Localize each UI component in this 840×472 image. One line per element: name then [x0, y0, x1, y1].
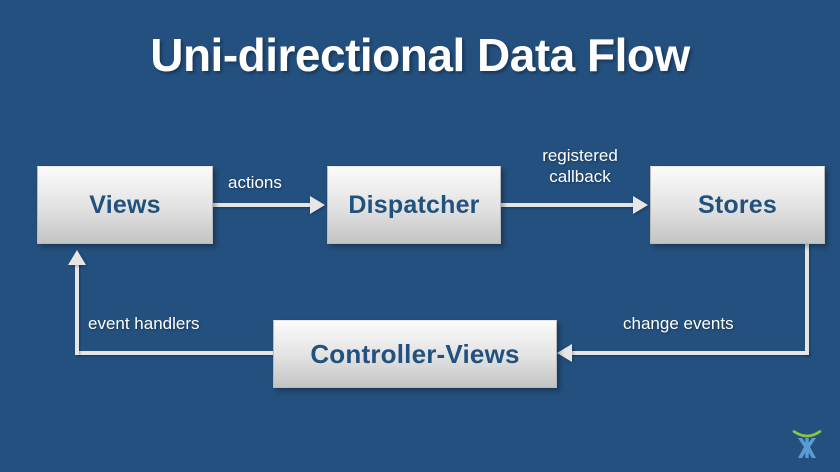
edge-label-actions: actions: [228, 173, 282, 192]
page-title: Uni-directional Data Flow: [150, 29, 690, 81]
edge-label-change-events: change events: [623, 314, 734, 333]
node-dispatcher[interactable]: Dispatcher: [327, 166, 501, 244]
connector-to-controller-views: [572, 351, 809, 355]
node-controller-views[interactable]: Controller-Views: [273, 320, 557, 388]
edge-label-registered-callback: registered callback: [542, 146, 618, 186]
connector-up-to-views: [75, 262, 79, 355]
connector-views-to-dispatcher: [213, 203, 313, 207]
node-stores[interactable]: Stores: [650, 166, 825, 244]
arrowhead-right-callback: [633, 196, 648, 214]
edge-label-event-handlers: event handlers: [88, 314, 200, 333]
x-figure-logo-icon: [792, 430, 822, 458]
node-stores-label: Stores: [697, 190, 777, 219]
node-controller-views-label: Controller-Views: [310, 338, 520, 369]
connector-stores-down: [805, 244, 809, 355]
connector-controller-views-left: [78, 351, 275, 355]
arrowhead-up-event-handlers: [68, 250, 86, 265]
connector-dispatcher-to-stores: [501, 203, 635, 207]
arrowhead-right-actions: [310, 196, 325, 214]
node-views[interactable]: Views: [37, 166, 213, 244]
node-views-label: Views: [89, 190, 161, 219]
arrowhead-left-change-events: [557, 344, 572, 362]
node-dispatcher-label: Dispatcher: [348, 190, 480, 219]
